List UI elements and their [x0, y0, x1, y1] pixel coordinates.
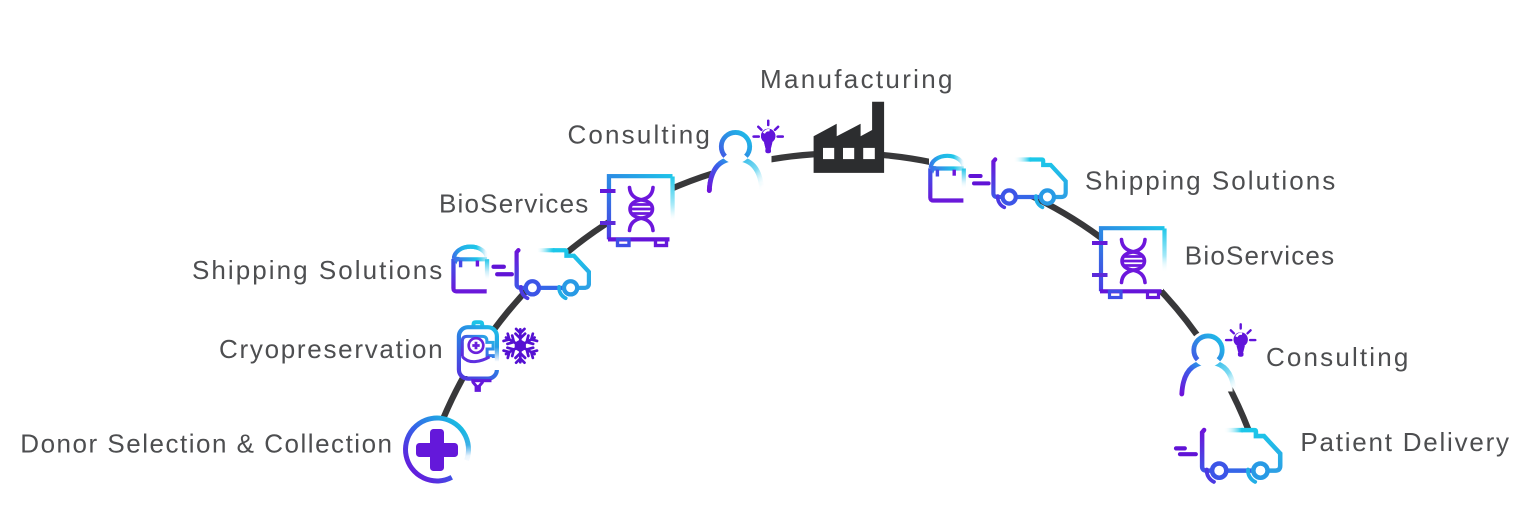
svg-text:Patient Delivery: Patient Delivery — [1300, 427, 1510, 457]
svg-text:Consulting: Consulting — [1266, 342, 1410, 372]
svg-text:Manufacturing: Manufacturing — [760, 64, 955, 94]
svg-text:Shipping Solutions: Shipping Solutions — [192, 255, 444, 285]
svg-text:Consulting: Consulting — [568, 119, 712, 149]
svg-text:BioServices: BioServices — [439, 188, 589, 218]
svg-text:Donor Selection & Collection: Donor Selection & Collection — [20, 428, 393, 458]
svg-text:Cryopreservation: Cryopreservation — [219, 334, 444, 364]
svg-text:Shipping Solutions: Shipping Solutions — [1085, 166, 1337, 196]
svg-text:BioServices: BioServices — [1185, 241, 1335, 271]
